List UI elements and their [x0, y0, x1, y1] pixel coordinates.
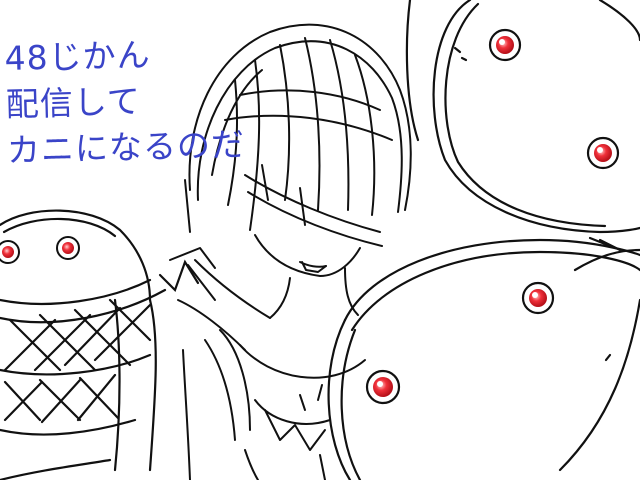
- pod-eye-2: [586, 136, 620, 170]
- pod-eye-5: [521, 281, 555, 315]
- net-wrapped-pod: [0, 209, 200, 480]
- pod-eye-1: [488, 28, 522, 62]
- caption-line-2: 配信して: [5, 81, 142, 124]
- blindfolded-character: [169, 23, 412, 480]
- handwritten-caption: 48じかん 配信して カニになるのだ: [4, 30, 248, 174]
- pod-robot-top-right: [405, 0, 640, 234]
- caption-line-1: 48じかん: [4, 35, 152, 78]
- pod-eye-4: [56, 236, 80, 260]
- pod-robot-bottom-right: [327, 236, 640, 480]
- caption-line-3: カニになるのだ: [6, 124, 246, 170]
- pod-eye-3: [0, 240, 20, 264]
- pod-eye-6: [365, 369, 401, 405]
